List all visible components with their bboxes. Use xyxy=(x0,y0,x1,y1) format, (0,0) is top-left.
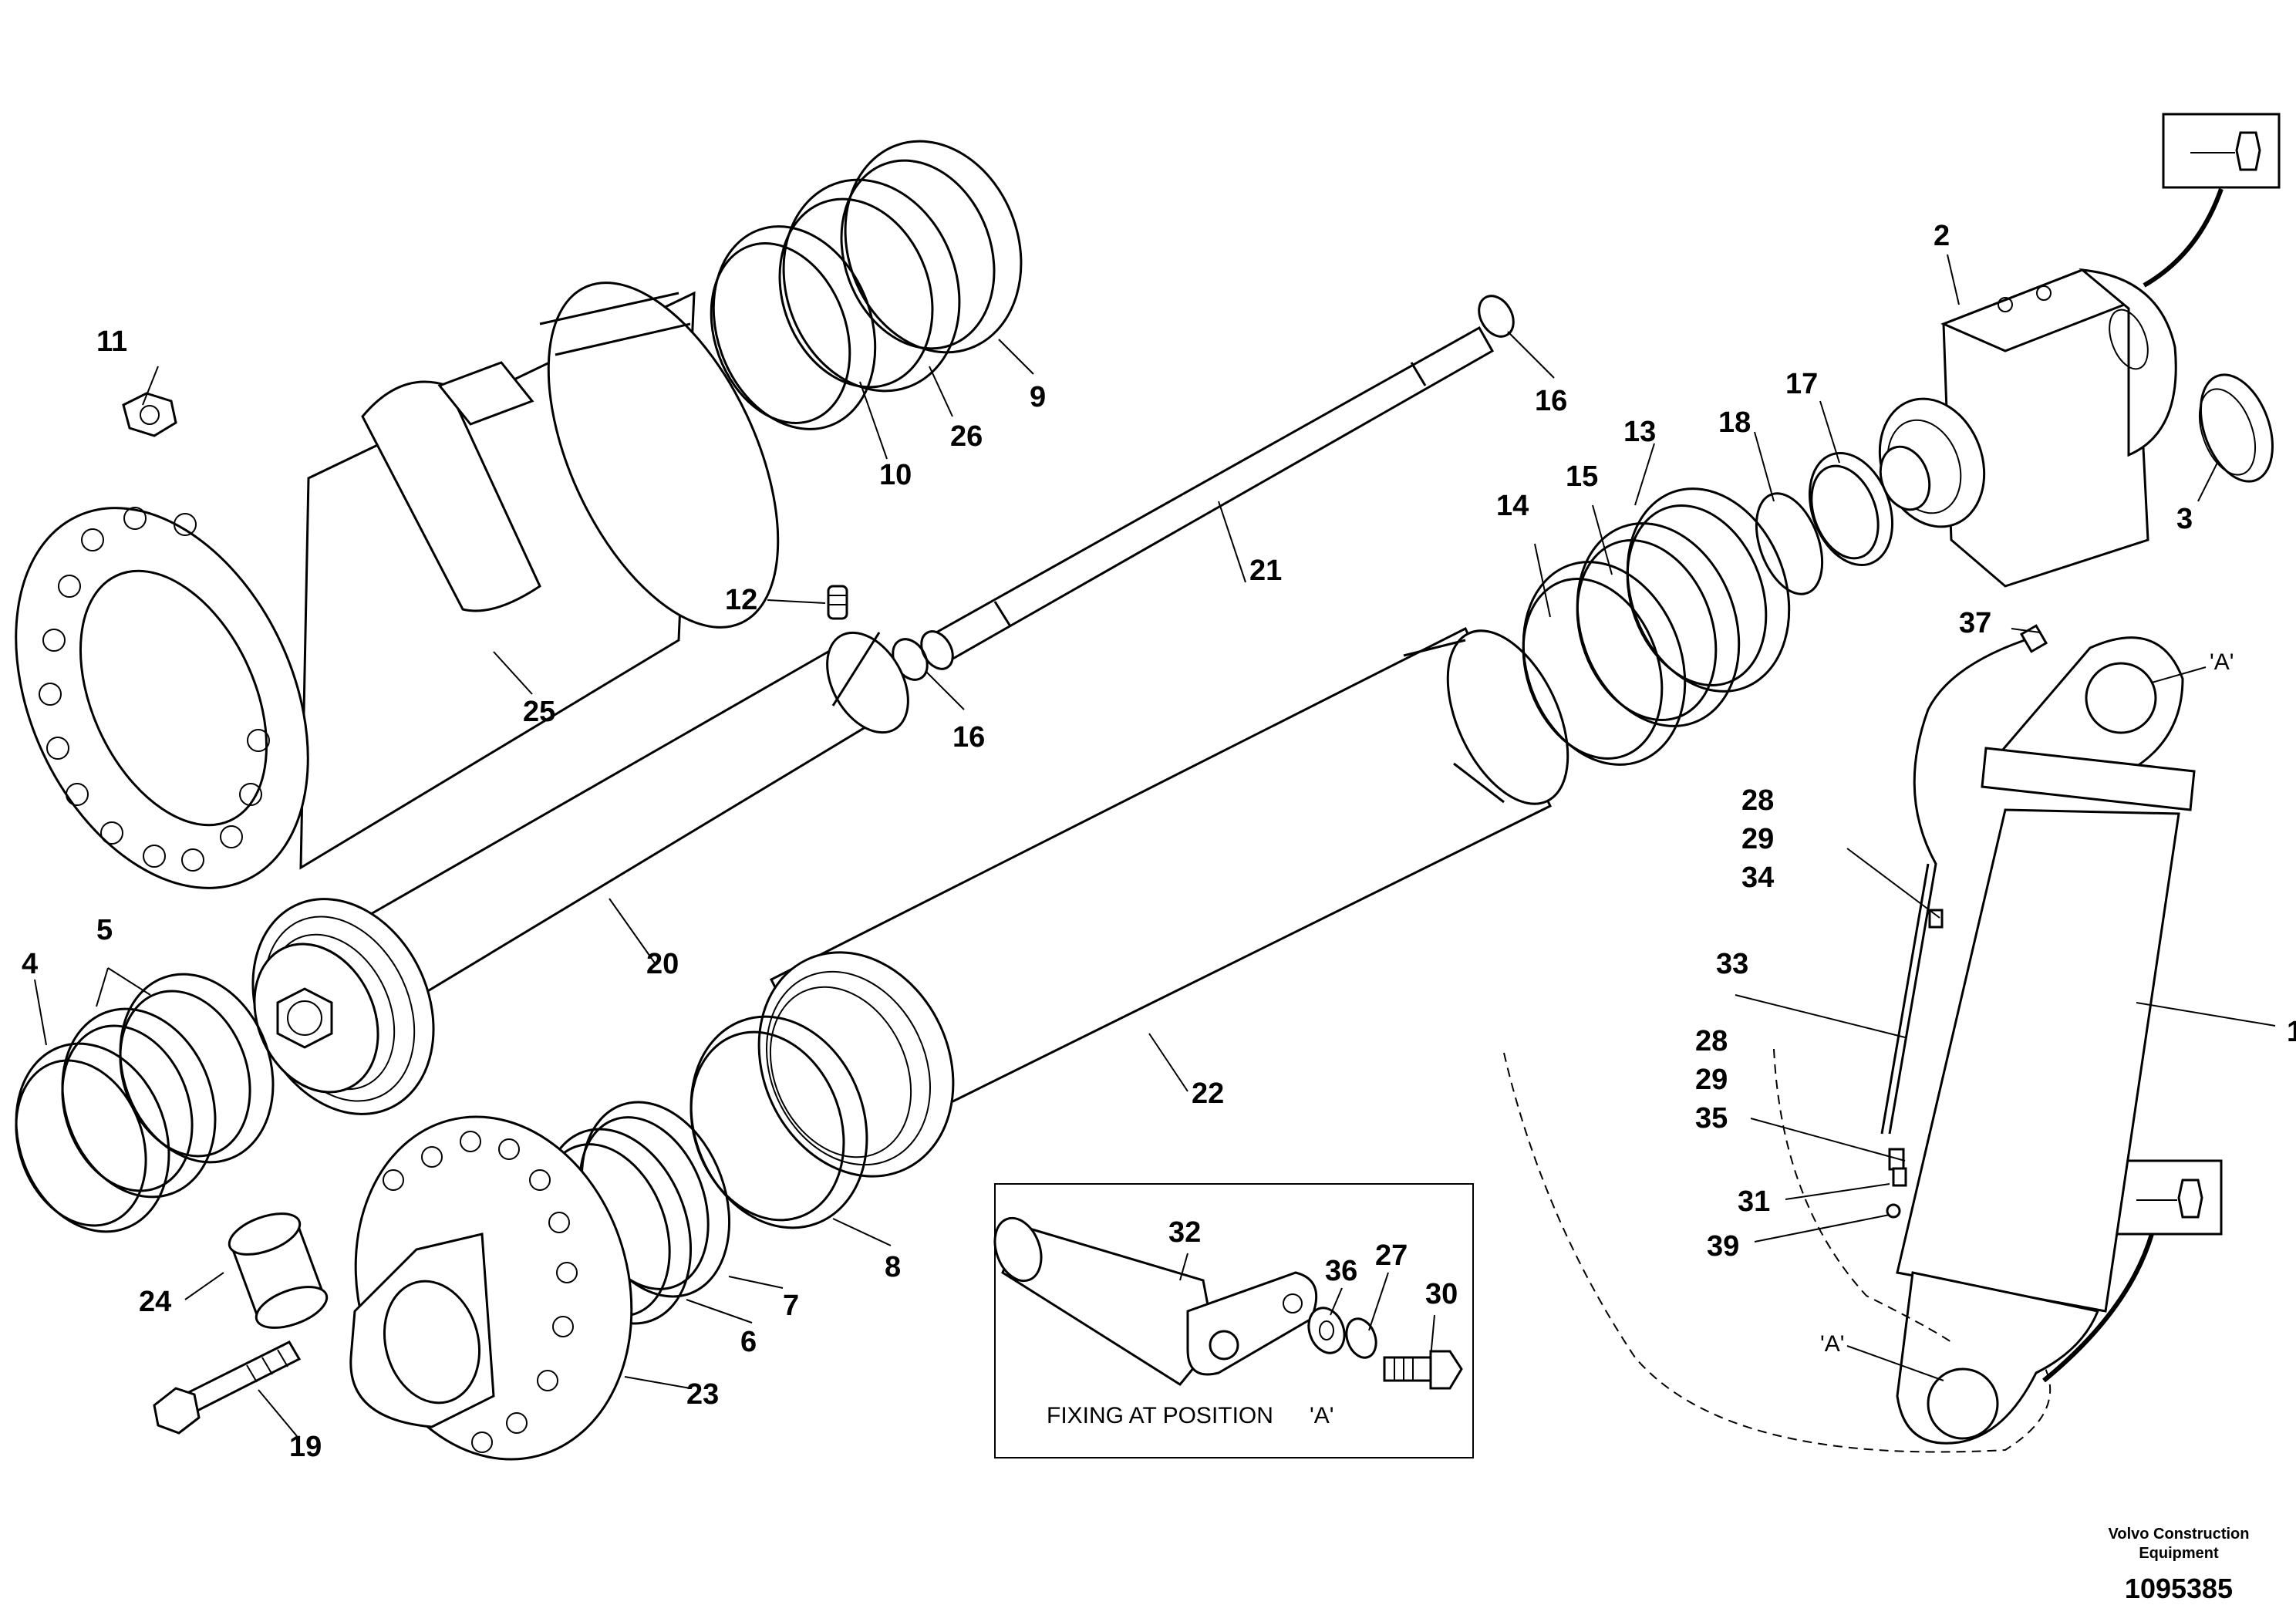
callout-labels: 1 2 3 4 5 6 7 8 9 10 11 12 13 14 15 16 1… xyxy=(22,220,2296,1463)
callout-27: 27 xyxy=(1375,1239,1408,1272)
rod-tube-part xyxy=(757,626,1569,1178)
callout-10: 10 xyxy=(879,459,912,491)
bushing-part xyxy=(228,1212,329,1329)
callout-9: 9 xyxy=(1030,381,1046,413)
callout-1: 1 xyxy=(2287,1016,2296,1048)
inset-caption: FIXING AT POSITION xyxy=(1047,1403,1273,1428)
callout-8: 8 xyxy=(885,1251,901,1283)
leader-lines xyxy=(34,254,2276,1437)
callout-18: 18 xyxy=(1718,406,1751,439)
callout-34: 34 xyxy=(1741,862,1774,894)
end-cap-part xyxy=(349,1115,633,1461)
callout-26: 26 xyxy=(950,420,983,453)
o-ring-upper xyxy=(1478,295,1515,338)
callout-15: 15 xyxy=(1566,460,1598,493)
nut-part xyxy=(122,392,177,437)
callout-39: 39 xyxy=(1707,1230,1739,1263)
callout-37: 37 xyxy=(1959,607,1991,639)
position-mark-a-upper: 'A' xyxy=(2210,649,2234,675)
callout-19: 19 xyxy=(289,1431,322,1463)
callout-21: 21 xyxy=(1249,555,1282,587)
assembled-cylinder-part xyxy=(1503,624,2196,1453)
callout-11: 11 xyxy=(96,325,127,358)
seal-rings-right xyxy=(1522,487,1791,766)
position-mark-a-lower: 'A' xyxy=(1820,1331,1844,1357)
cylinder-head-part xyxy=(1878,268,2177,588)
callout-33: 33 xyxy=(1716,948,1748,980)
bolt-part xyxy=(153,1340,302,1435)
cap-bolt-holes xyxy=(383,1131,578,1453)
grease-nipple-inset-top xyxy=(2143,113,2281,288)
footer-company-line2: Equipment xyxy=(2139,1545,2219,1562)
seal-rings-lower-left xyxy=(15,973,275,1233)
footer-company-line1: Volvo Construction xyxy=(2109,1526,2250,1543)
callout-16-lower: 16 xyxy=(952,721,985,754)
callout-4: 4 xyxy=(22,948,38,980)
callout-28-upper: 28 xyxy=(1741,784,1774,817)
inset-caption-position: 'A' xyxy=(1310,1403,1333,1428)
fixing-inset xyxy=(993,1183,1474,1458)
washer-part xyxy=(1307,1307,1346,1354)
grub-screw-part xyxy=(827,585,848,620)
callout-6: 6 xyxy=(740,1326,757,1358)
callout-25: 25 xyxy=(523,696,555,728)
piston-part xyxy=(251,631,909,1115)
callout-29-lower: 29 xyxy=(1695,1064,1728,1096)
callout-7: 7 xyxy=(783,1290,799,1322)
callout-29-upper: 29 xyxy=(1741,823,1774,855)
callout-24: 24 xyxy=(139,1286,171,1318)
o-ring-18 xyxy=(1755,492,1824,595)
callout-31: 31 xyxy=(1738,1185,1770,1218)
callout-16-upper: 16 xyxy=(1535,385,1567,417)
callout-2: 2 xyxy=(1934,220,1950,252)
callout-23: 23 xyxy=(686,1378,719,1411)
callout-12: 12 xyxy=(725,584,757,616)
seal-ring-8 xyxy=(689,1015,868,1229)
callout-32: 32 xyxy=(1168,1216,1201,1249)
lock-washer-part xyxy=(1345,1317,1377,1359)
callout-13: 13 xyxy=(1623,416,1656,448)
callout-22: 22 xyxy=(1192,1077,1224,1110)
callout-17: 17 xyxy=(1785,368,1818,400)
callout-30: 30 xyxy=(1425,1278,1458,1310)
callout-28-lower: 28 xyxy=(1695,1025,1728,1057)
callout-20: 20 xyxy=(646,948,679,980)
seal-rings-upper xyxy=(710,140,1023,430)
callout-35: 35 xyxy=(1695,1102,1728,1135)
flange-bolt-holes xyxy=(39,507,270,872)
callout-36: 36 xyxy=(1325,1255,1357,1287)
callout-5: 5 xyxy=(96,914,113,946)
document-number: 1095385 xyxy=(2125,1573,2233,1604)
callout-14: 14 xyxy=(1496,490,1529,522)
bushing-3-part xyxy=(2198,373,2274,483)
piston-rod-part xyxy=(920,325,1495,670)
callout-3: 3 xyxy=(2176,503,2193,535)
cylinder-tube-part xyxy=(15,282,780,889)
fixing-bolt-part xyxy=(1383,1350,1463,1390)
